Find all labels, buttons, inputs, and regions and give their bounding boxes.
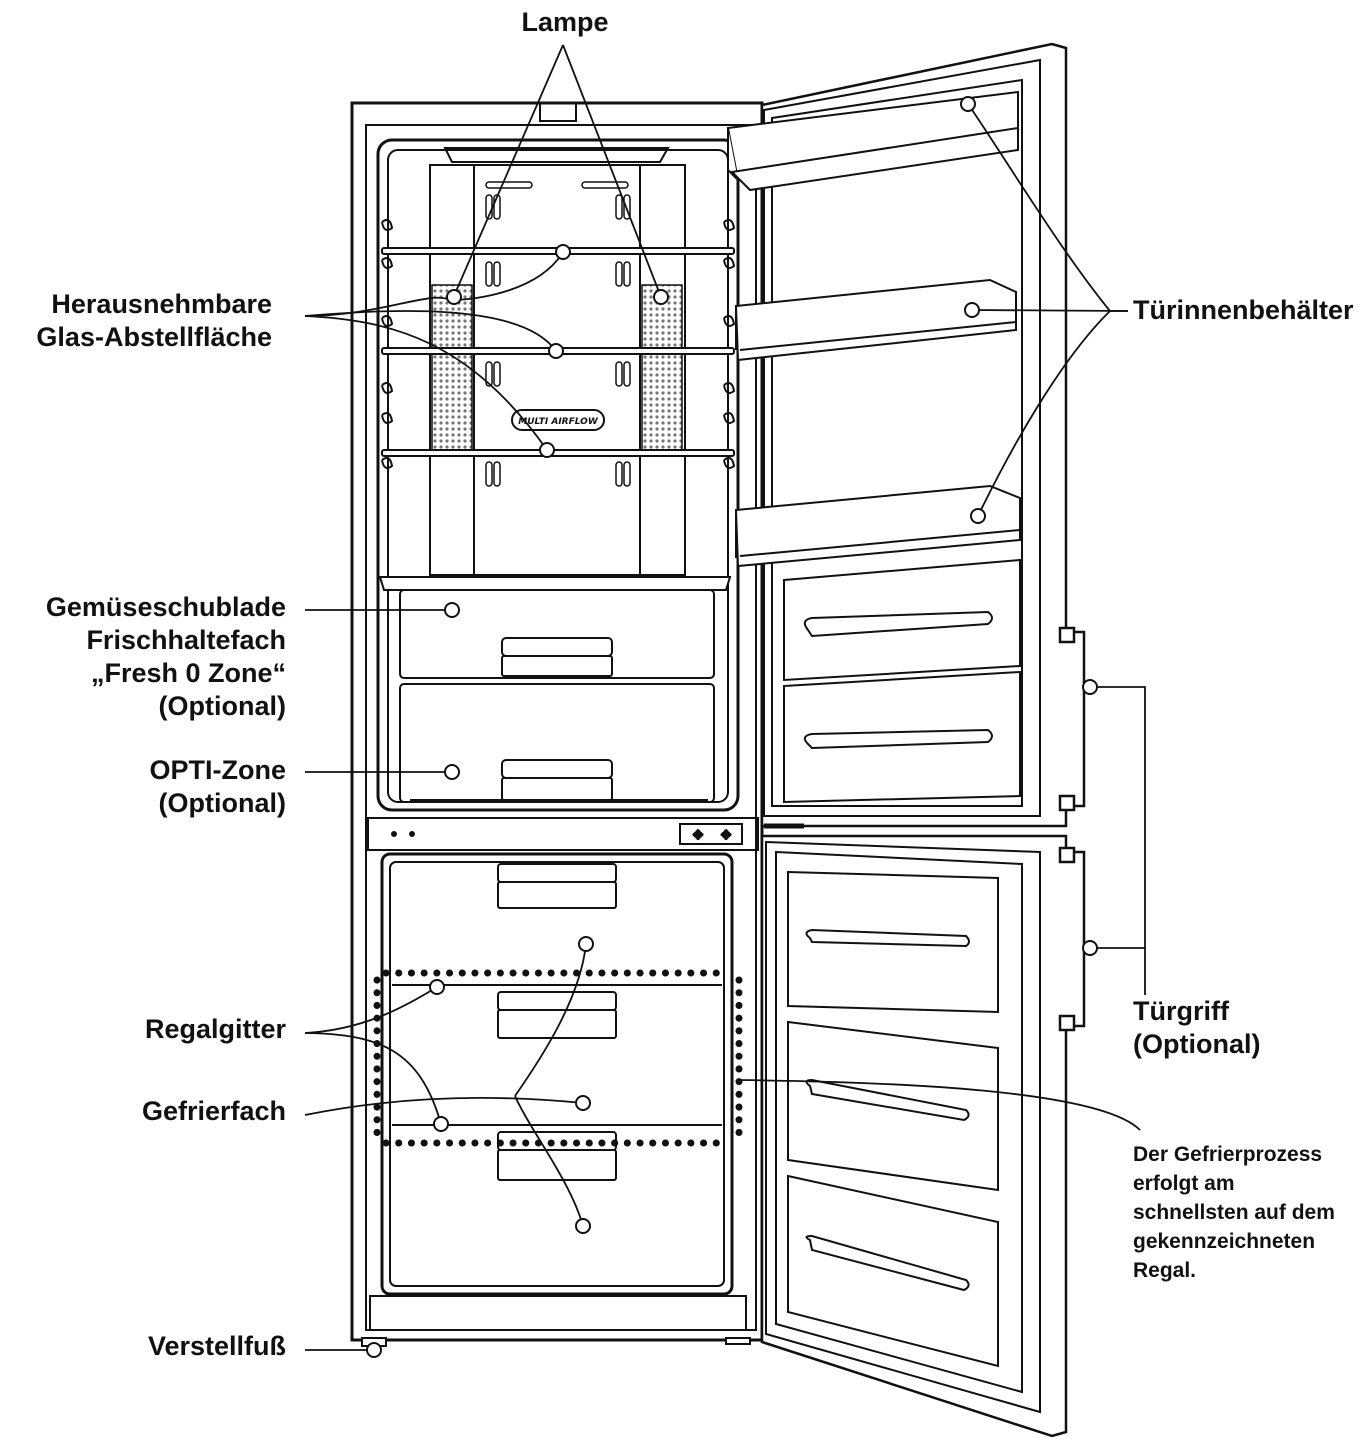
fridge-door-panels: [783, 558, 1021, 804]
callout-handle-lower: [1082, 940, 1098, 956]
control-panel: ✥ ✥: [367, 817, 759, 851]
airflow-badge: MULTI AIRFLOW: [511, 409, 605, 431]
callout-door-bin-middle: [964, 302, 980, 318]
label-vegetable-drawer: Gemüseschublade Frischhaltefach „Fresh 0…: [45, 592, 286, 721]
label-freezing-note: Der Gefrierprozess erfolgt am schnellste…: [1133, 1143, 1335, 1282]
door-bin: [726, 90, 1021, 568]
air-duct: [431, 284, 683, 451]
callout-freezer-drawer-3: [575, 1218, 591, 1234]
callout-door-bin-top: [960, 96, 976, 112]
label-adjustable-foot: Verstellfuß: [147, 1331, 286, 1361]
snowflake-icon: ✥: [721, 828, 731, 842]
opti-zone-drawer: [399, 683, 715, 803]
callout-lamp-left: [446, 289, 462, 305]
label-door-handle: Türgriff (Optional): [1133, 996, 1261, 1059]
label-door-bins: Türinnenbehälter: [1133, 295, 1354, 325]
callout-handle-upper: [1082, 679, 1098, 695]
callout-lamp-right: [653, 289, 669, 305]
rear-vents: [485, 181, 631, 487]
fridge-compartment: [376, 138, 740, 812]
callout-door-bin-bottom: [970, 508, 986, 524]
label-shelf-grid: Regalgitter: [144, 1014, 286, 1044]
callout-freezer-drawer-1: [578, 936, 594, 952]
callout-shelf-bottom: [539, 442, 555, 458]
label-lamp: Lampe: [521, 7, 609, 37]
freezer-door-panels: [787, 870, 999, 1368]
callout-markers: [366, 96, 1098, 1358]
freezer-compartment: [369, 852, 747, 1331]
callout-shelf-top: [555, 244, 571, 260]
label-freezer: Gefrierfach: [141, 1096, 286, 1126]
shelf-rails: [381, 219, 736, 469]
shelf-grid: [373, 969, 743, 1147]
label-opti-zone: OPTI-Zone (Optional): [149, 755, 287, 818]
freezer-door-handle: [1058, 846, 1086, 1032]
callout-freezer-drawer-2: [575, 1095, 591, 1111]
callout-grid-lower: [433, 1116, 449, 1132]
callout-shelf-middle: [548, 343, 564, 359]
leader-lines: [304, 44, 1146, 1351]
callout-opti-zone: [444, 764, 460, 780]
callout-vegetable-drawer: [444, 602, 460, 618]
callout-grid-upper: [429, 979, 445, 995]
vegetable-drawer: [378, 576, 732, 679]
snowflake-icon: ✥: [693, 828, 703, 842]
airflow-badge-label: MULTI AIRFLOW: [518, 417, 599, 427]
fridge-door-handle: [1058, 626, 1086, 812]
callout-foot: [366, 1342, 382, 1358]
label-glass-shelf: Herausnehmbare Glas-Abstellfläche: [36, 289, 272, 352]
